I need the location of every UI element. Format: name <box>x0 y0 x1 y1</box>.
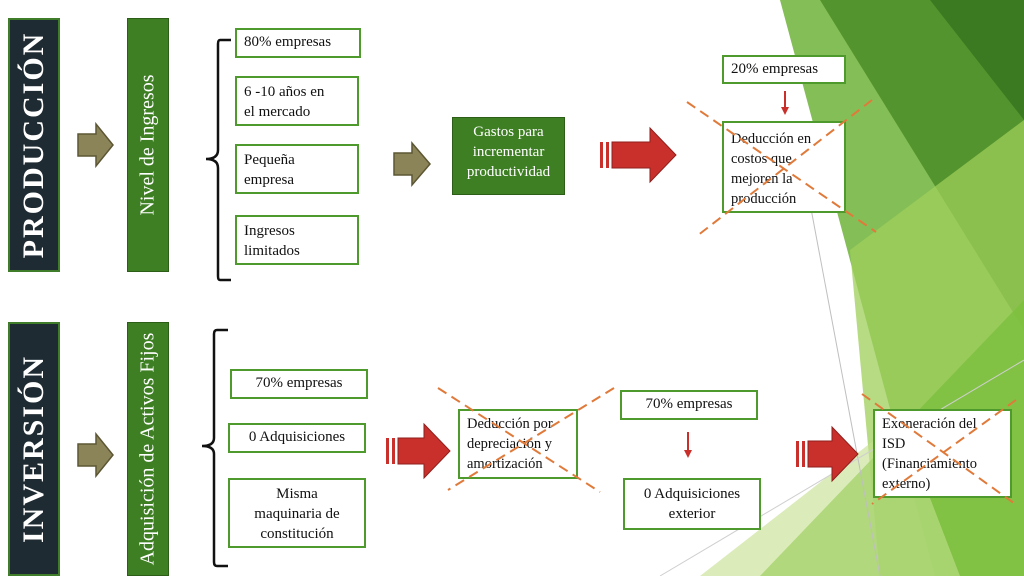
inversion-title: INVERSIÓN <box>17 354 50 544</box>
produccion-item-1: 80% empresas <box>235 28 361 58</box>
produccion-item-4: Ingresos limitados <box>235 215 359 265</box>
produccion-item-2: 6 -10 años en el mercado <box>235 76 359 126</box>
inversion-deduction-box: Deducción por depreciación y amortizació… <box>458 409 578 479</box>
produccion-stat: 20% empresas <box>722 55 846 84</box>
produccion-result-box: Gastos para incrementar productividad <box>452 117 565 195</box>
inversion-stat-result: 0 Adquisiciones exterior <box>623 478 761 530</box>
inversion-item-3: Misma maquinaria de constitución <box>228 478 366 548</box>
inversion-title-box: INVERSIÓN <box>8 322 60 576</box>
inversion-category: Adquisición de Activos Fijos <box>136 332 159 566</box>
inversion-stat: 70% empresas <box>620 390 758 420</box>
produccion-category-box: Nivel de Ingresos <box>127 18 169 272</box>
inversion-item-2: 0 Adquisiciones <box>228 423 366 453</box>
inversion-item-1: 70% empresas <box>230 369 368 399</box>
produccion-title-box: PRODUCCIÓN <box>8 18 60 272</box>
produccion-title: PRODUCCIÓN <box>17 31 50 259</box>
produccion-item-3: Pequeña empresa <box>235 144 359 194</box>
inversion-category-box: Adquisición de Activos Fijos <box>127 322 169 576</box>
produccion-deduction-box: Deducción en costos que mejoren la produ… <box>722 121 846 213</box>
produccion-category: Nivel de Ingresos <box>136 74 159 216</box>
inversion-exoneration-box: Exoneración del ISD (Financiamiento exte… <box>873 409 1012 498</box>
